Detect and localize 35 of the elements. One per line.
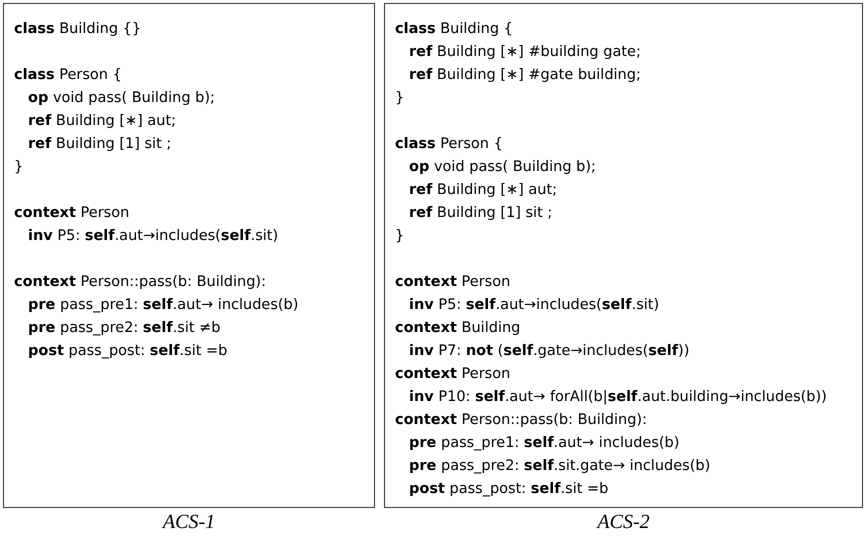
code-line: context Person bbox=[395, 365, 510, 384]
panel-label: ACS-1 bbox=[160, 510, 216, 534]
code-line: context Building bbox=[395, 319, 520, 338]
code-line: pre pass_pre2: self.sit.gate→ includes(b) bbox=[409, 457, 710, 476]
code-line: ref Building [∗] aut; bbox=[409, 181, 558, 200]
code-line: pre pass_pre1: self.aut→ includes(b) bbox=[28, 296, 298, 315]
code-listing-panel bbox=[384, 3, 863, 508]
code-line: post pass_post: self.sit =b bbox=[409, 480, 608, 499]
code-line: inv P5: self.aut→includes(self.sit) bbox=[409, 296, 660, 315]
code-line: inv P5: self.aut→includes(self.sit) bbox=[28, 227, 278, 246]
code-line: ref Building [∗] #building gate; bbox=[409, 43, 641, 62]
code-line: context Person bbox=[14, 204, 130, 223]
code-line: } bbox=[395, 227, 404, 246]
code-line: ref Building [1] sit ; bbox=[28, 135, 172, 154]
code-line: context Person::pass(b: Building): bbox=[395, 411, 647, 430]
code-line: pre pass_pre1: self.aut→ includes(b) bbox=[409, 434, 680, 453]
code-line: post pass_post: self.sit =b bbox=[28, 342, 228, 361]
code-line: class Building { bbox=[395, 20, 513, 39]
code-line: class Person { bbox=[395, 135, 503, 154]
code-line: inv P10: self.aut→ forAll(b|self.aut.building→includes(b)) bbox=[409, 388, 827, 407]
code-line: op void pass( Building b); bbox=[28, 89, 215, 108]
code-line: inv P7: not (self.gate→includes(self)) bbox=[409, 342, 690, 361]
code-line: op void pass( Building b); bbox=[409, 158, 596, 177]
code-line: class Building {} bbox=[14, 20, 142, 39]
code-listing-panel bbox=[3, 3, 375, 508]
code-line: } bbox=[395, 89, 404, 108]
code-line: class Person { bbox=[14, 66, 122, 85]
panel-label: ACS-2 bbox=[595, 510, 651, 534]
code-line: ref Building [1] sit ; bbox=[409, 204, 552, 223]
code-line: context Person::pass(b: Building): bbox=[14, 273, 266, 292]
code-line: context Person bbox=[395, 273, 510, 292]
code-line: ref Building [∗] #gate building; bbox=[409, 66, 641, 85]
code-line: pre pass_pre2: self.sit ≠b bbox=[28, 319, 221, 338]
code-line: } bbox=[14, 158, 24, 177]
code-line: ref Building [∗] aut; bbox=[28, 112, 176, 131]
